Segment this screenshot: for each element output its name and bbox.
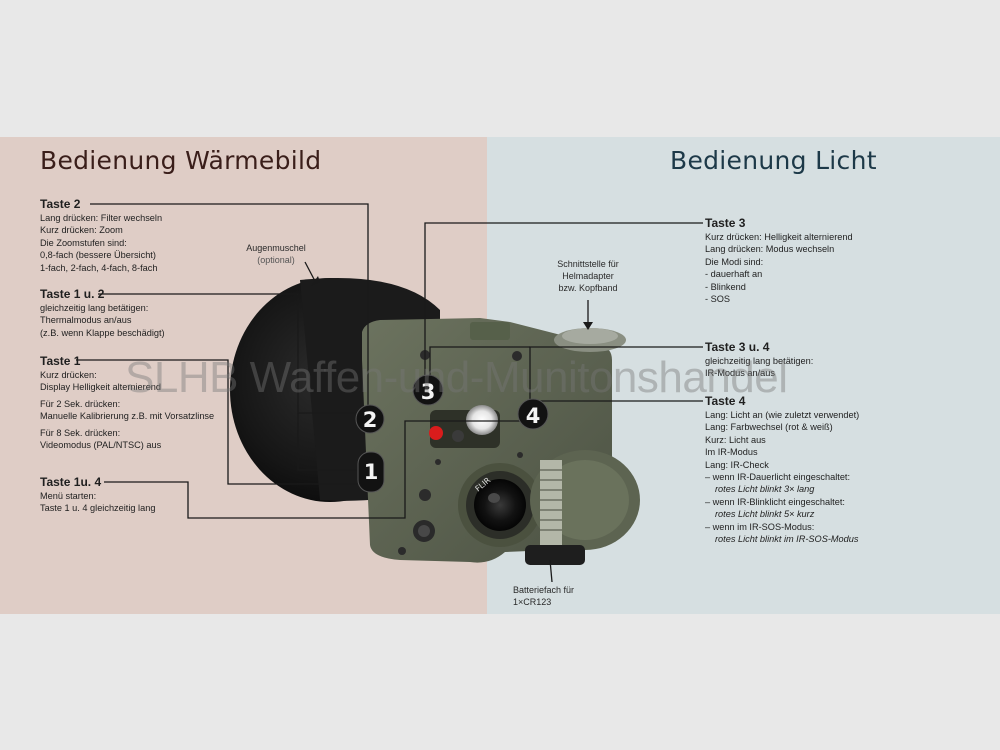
taste-2-line: Die Zoomstufen sind: bbox=[40, 237, 127, 248]
taste-1-line: Kurz drücken: bbox=[40, 370, 97, 380]
taste-4-line: Kurz: Licht aus bbox=[705, 434, 766, 445]
taste-3-block: Taste 3 Kurz drücken: Helligkeit alterni… bbox=[705, 215, 853, 305]
taste-2-line: 1-fach, 2-fach, 4-fach, 8-fach bbox=[40, 262, 158, 273]
taste-1-line: Für 2 Sek. drücken: bbox=[40, 398, 121, 409]
button-2-label: 2 bbox=[363, 408, 378, 432]
taste-3-line: - dauerhaft an bbox=[705, 269, 763, 280]
interface-caption: Schnittstelle für Helmadapter bzw. Kopfb… bbox=[540, 258, 636, 294]
taste-4-line: Lang: IR-Check bbox=[705, 459, 769, 470]
taste-4-italic: rotes Licht blinkt 3× lang bbox=[715, 484, 815, 495]
button-3[interactable]: 3 bbox=[412, 374, 444, 406]
taste-4-block: Taste 4 Lang: Licht an (wie zuletzt verw… bbox=[705, 393, 859, 545]
taste-1-4-line: Taste 1 u. 4 gleichzeitig lang bbox=[40, 503, 156, 514]
taste-2-line: 0,8-fach (bessere Übersicht) bbox=[40, 250, 156, 261]
taste-2-block: Taste 2 Lang drücken: Filter wechseln Ku… bbox=[40, 196, 162, 274]
taste-1-line: Manuelle Kalibrierung z.B. mit Vorsatzli… bbox=[40, 411, 215, 422]
button-4-label: 4 bbox=[526, 404, 541, 428]
battery-caption: Batteriefach für 1×CR123 bbox=[513, 584, 599, 608]
taste-1-2-block: Taste 1 u. 2 gleichzeitig lang betätigen… bbox=[40, 286, 165, 339]
taste-4-italic: rotes Licht blinkt 5× kurz bbox=[715, 509, 815, 520]
taste-3-4-line: gleichzeitig lang betätigen: bbox=[705, 356, 814, 366]
taste-1-line: Videomodus (PAL/NTSC) aus bbox=[40, 440, 162, 451]
taste-2-line: Kurz drücken: Zoom bbox=[40, 225, 123, 236]
taste-3-line: Die Modi sind: bbox=[705, 256, 764, 267]
taste-2-heading: Taste 2 bbox=[40, 197, 81, 211]
taste-1-2-heading: Taste 1 u. 2 bbox=[40, 287, 105, 301]
taste-3-4-block: Taste 3 u. 4 gleichzeitig lang betätigen… bbox=[705, 339, 813, 380]
button-1[interactable]: 1 bbox=[357, 451, 385, 493]
taste-3-line: Kurz drücken: Helligkeit alternierend bbox=[705, 232, 853, 242]
eyecup-caption-sub: (optional) bbox=[257, 255, 295, 265]
taste-3-line: Lang drücken: Modus wechseln bbox=[705, 244, 835, 255]
button-1-label: 1 bbox=[364, 460, 379, 484]
interface-caption-line3: bzw. Kopfband bbox=[558, 283, 618, 293]
taste-4-italic: rotes Licht blinkt im IR-SOS-Modus bbox=[715, 534, 859, 545]
taste-1-4-block: Taste 1u. 4 Menü starten: Taste 1 u. 4 g… bbox=[40, 474, 155, 515]
light-title: Bedienung Licht bbox=[670, 146, 877, 175]
taste-1-2-line: Thermalmodus an/aus bbox=[40, 315, 132, 326]
interface-caption-line2: Helmadapter bbox=[562, 271, 614, 281]
taste-2-line: Lang drücken: Filter wechseln bbox=[40, 213, 163, 223]
eyecup-arrowhead bbox=[311, 276, 320, 286]
button-3-label: 3 bbox=[421, 380, 436, 404]
taste-4-heading: Taste 4 bbox=[705, 394, 746, 408]
eyecup-caption-title: Augenmuschel bbox=[246, 243, 306, 253]
taste-1-4-heading: Taste 1u. 4 bbox=[40, 475, 102, 489]
taste-4-line: Lang: Licht an (wie zuletzt verwendet) bbox=[705, 410, 860, 420]
taste-1-2-line: (z.B. wenn Klappe beschädigt) bbox=[40, 327, 165, 338]
taste-1-2-line: gleichzeitig lang betätigen: bbox=[40, 303, 149, 313]
taste-3-line: - SOS bbox=[705, 294, 731, 305]
taste-3-heading: Taste 3 bbox=[705, 216, 746, 230]
taste-1-4-line: Menü starten: bbox=[40, 491, 97, 501]
taste-4-line: Lang: Farbwechsel (rot & weiß) bbox=[705, 422, 833, 433]
interface-caption-line1: Schnittstelle für bbox=[557, 259, 619, 269]
battery-caption-line1: Batteriefach für bbox=[513, 585, 575, 595]
taste-1-heading: Taste 1 bbox=[40, 354, 81, 368]
taste-1-line: Display Helligkeit alternierend bbox=[40, 382, 162, 393]
watermark: SLHB Waffen-und-Munitonshandel bbox=[125, 353, 788, 402]
device-body bbox=[362, 318, 640, 565]
taste-4-line: – wenn IR-Dauerlicht eingeschaltet: bbox=[705, 472, 851, 483]
taste-1-line: Für 8 Sek. drücken: bbox=[40, 427, 121, 438]
taste-3-4-heading: Taste 3 u. 4 bbox=[705, 340, 770, 354]
taste-3-4-line: IR-Modus an/aus bbox=[705, 368, 775, 379]
taste-4-line: – wenn IR-Blinklicht eingeschaltet: bbox=[705, 496, 845, 507]
interface-arrowhead bbox=[583, 322, 593, 330]
callout-lines bbox=[76, 203, 703, 583]
eyecup-caption: Augenmuschel (optional) bbox=[236, 242, 316, 266]
taste-4-line: Im IR-Modus bbox=[705, 447, 758, 458]
taste-1-block: Taste 1 Kurz drücken: Display Helligkeit… bbox=[40, 353, 214, 451]
thermal-title: Bedienung Wärmebild bbox=[40, 146, 322, 175]
taste-3-line: - Blinkend bbox=[705, 281, 746, 292]
battery-caption-line2: 1×CR123 bbox=[513, 597, 552, 607]
taste-4-line: – wenn im IR-SOS-Modus: bbox=[705, 521, 815, 532]
button-2[interactable]: 2 bbox=[355, 404, 385, 434]
button-4[interactable]: 4 bbox=[517, 398, 549, 430]
